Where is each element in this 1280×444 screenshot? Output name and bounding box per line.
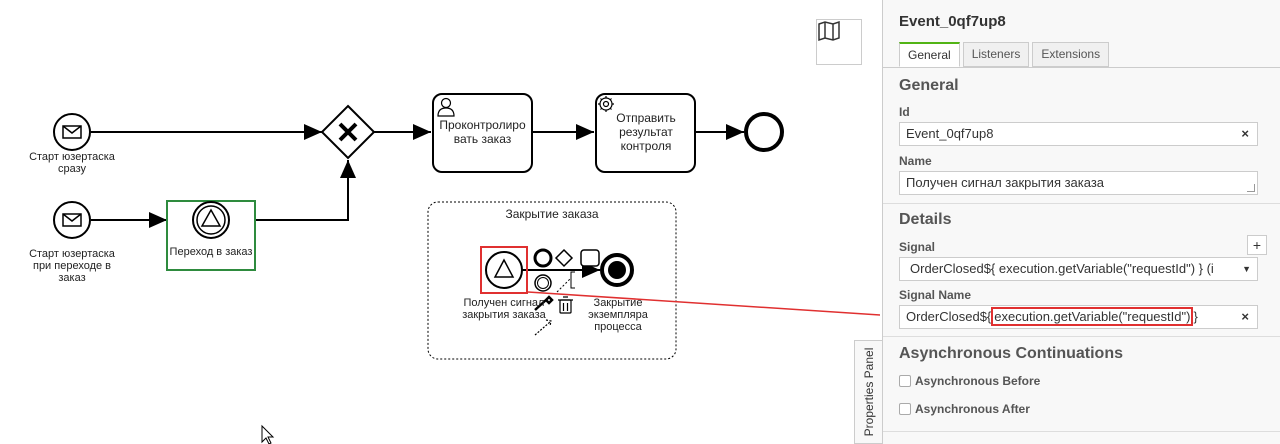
panel-tabs: General Listeners Extensions — [899, 42, 1110, 68]
user-icon — [437, 97, 455, 117]
signal-event-label: Получен сигнал закрытия заказа — [462, 297, 546, 321]
name-field[interactable]: Получен сигнал закрытия заказа — [899, 171, 1258, 195]
append-end-event-icon — [533, 248, 553, 268]
start-event-1[interactable] — [53, 113, 91, 151]
signal-icon — [493, 258, 515, 278]
id-value: Event_0qf7up8 — [906, 126, 994, 141]
diagram-svg[interactable] — [0, 0, 880, 444]
map-icon — [818, 20, 840, 42]
connect-arrow-icon — [534, 319, 552, 336]
tab-listeners[interactable]: Listeners — [962, 42, 1030, 67]
tab-extensions[interactable]: Extensions — [1032, 42, 1110, 67]
subprocess-title: Закрытие заказа — [505, 207, 599, 221]
signal-name-clear-icon[interactable]: × — [1241, 309, 1249, 324]
annotation-arrow — [527, 291, 880, 316]
tabs-divider — [883, 67, 1280, 68]
sequence-flows — [91, 124, 744, 278]
signal-name-prefix: OrderClosed${ — [906, 309, 992, 324]
signal-select-value: OrderClosed${ execution.getVariable("req… — [910, 261, 1214, 276]
async-after-label: Asynchronous After — [915, 402, 1030, 416]
name-label: Name — [899, 154, 932, 168]
name-value: Получен сигнал закрытия заказа — [906, 175, 1105, 190]
id-clear-icon[interactable]: × — [1241, 126, 1249, 141]
panel-title: Event_0qf7up8 — [899, 13, 1006, 30]
append-task-icon — [580, 249, 600, 267]
bpmn-canvas[interactable]: Старт юзертаска сразу Старт юзертаска пр… — [0, 0, 880, 444]
end-event[interactable] — [744, 112, 784, 152]
group-separator — [883, 431, 1280, 432]
end-event-label: Закрытие экземпляра процесса — [588, 297, 648, 333]
group-separator — [883, 203, 1280, 204]
mouse-cursor-icon — [261, 424, 275, 444]
start-event-1-label: Старт юзертаска сразу — [29, 151, 115, 175]
resize-handle-icon[interactable] — [1247, 184, 1255, 192]
start-event-2[interactable] — [53, 201, 91, 239]
properties-panel: Event_0qf7up8 General Listeners Extensio… — [882, 0, 1280, 444]
group-title-details: Details — [899, 211, 952, 228]
signal-icon — [200, 208, 222, 227]
terminate-icon — [608, 261, 626, 279]
connect-icon — [556, 277, 572, 293]
exclusive-gateway[interactable] — [320, 104, 376, 160]
signal-name-highlight: execution.getVariable("requestId") — [991, 307, 1194, 326]
signal-label: Signal — [899, 240, 936, 254]
signal-select[interactable]: OrderClosed${ execution.getVariable("req… — [899, 257, 1258, 281]
append-gateway-icon — [554, 248, 574, 268]
wrench-icon — [534, 295, 554, 311]
transition-box[interactable] — [166, 200, 256, 271]
service-task[interactable] — [595, 93, 696, 173]
context-pad[interactable] — [533, 248, 600, 336]
async-after-row[interactable]: Asynchronous After — [899, 402, 1030, 416]
user-task[interactable] — [432, 93, 533, 173]
group-separator — [883, 336, 1280, 337]
add-signal-button[interactable]: + — [1247, 235, 1267, 255]
signal-name-label: Signal Name — [899, 288, 972, 302]
properties-panel-toggle[interactable]: Properties Panel — [854, 340, 882, 444]
group-title-general: General — [899, 77, 959, 94]
service-task-label: Отправить результат контроля — [616, 111, 676, 153]
signal-name-suffix: } — [1193, 309, 1198, 324]
trash-icon — [558, 296, 573, 314]
user-task-label: Проконтролировать заказ — [439, 118, 526, 146]
transition-label: Переход в заказ — [169, 246, 253, 258]
annotation-icon — [570, 271, 575, 289]
gear-icon — [598, 96, 614, 112]
async-before-row[interactable]: Asynchronous Before — [899, 374, 1040, 388]
async-after-checkbox[interactable] — [899, 403, 911, 415]
start-event-2-label: Старт юзертаска при переходе в заказ — [29, 248, 115, 284]
id-field[interactable]: Event_0qf7up8 × — [899, 122, 1258, 146]
chevron-down-icon: ▼ — [1242, 264, 1251, 274]
async-before-checkbox[interactable] — [899, 375, 911, 387]
minimap-toggle-button[interactable] — [816, 19, 862, 65]
group-title-async: Asynchronous Continuations — [899, 345, 1123, 362]
properties-panel-toggle-label: Properties Panel — [861, 347, 876, 437]
tab-general[interactable]: General — [899, 42, 960, 67]
id-label: Id — [899, 105, 910, 119]
signal-name-field[interactable]: OrderClosed${execution.getVariable("requ… — [899, 305, 1258, 329]
signal-start-event[interactable] — [480, 246, 528, 294]
subprocess-box[interactable] — [427, 201, 677, 360]
async-before-label: Asynchronous Before — [915, 374, 1041, 388]
